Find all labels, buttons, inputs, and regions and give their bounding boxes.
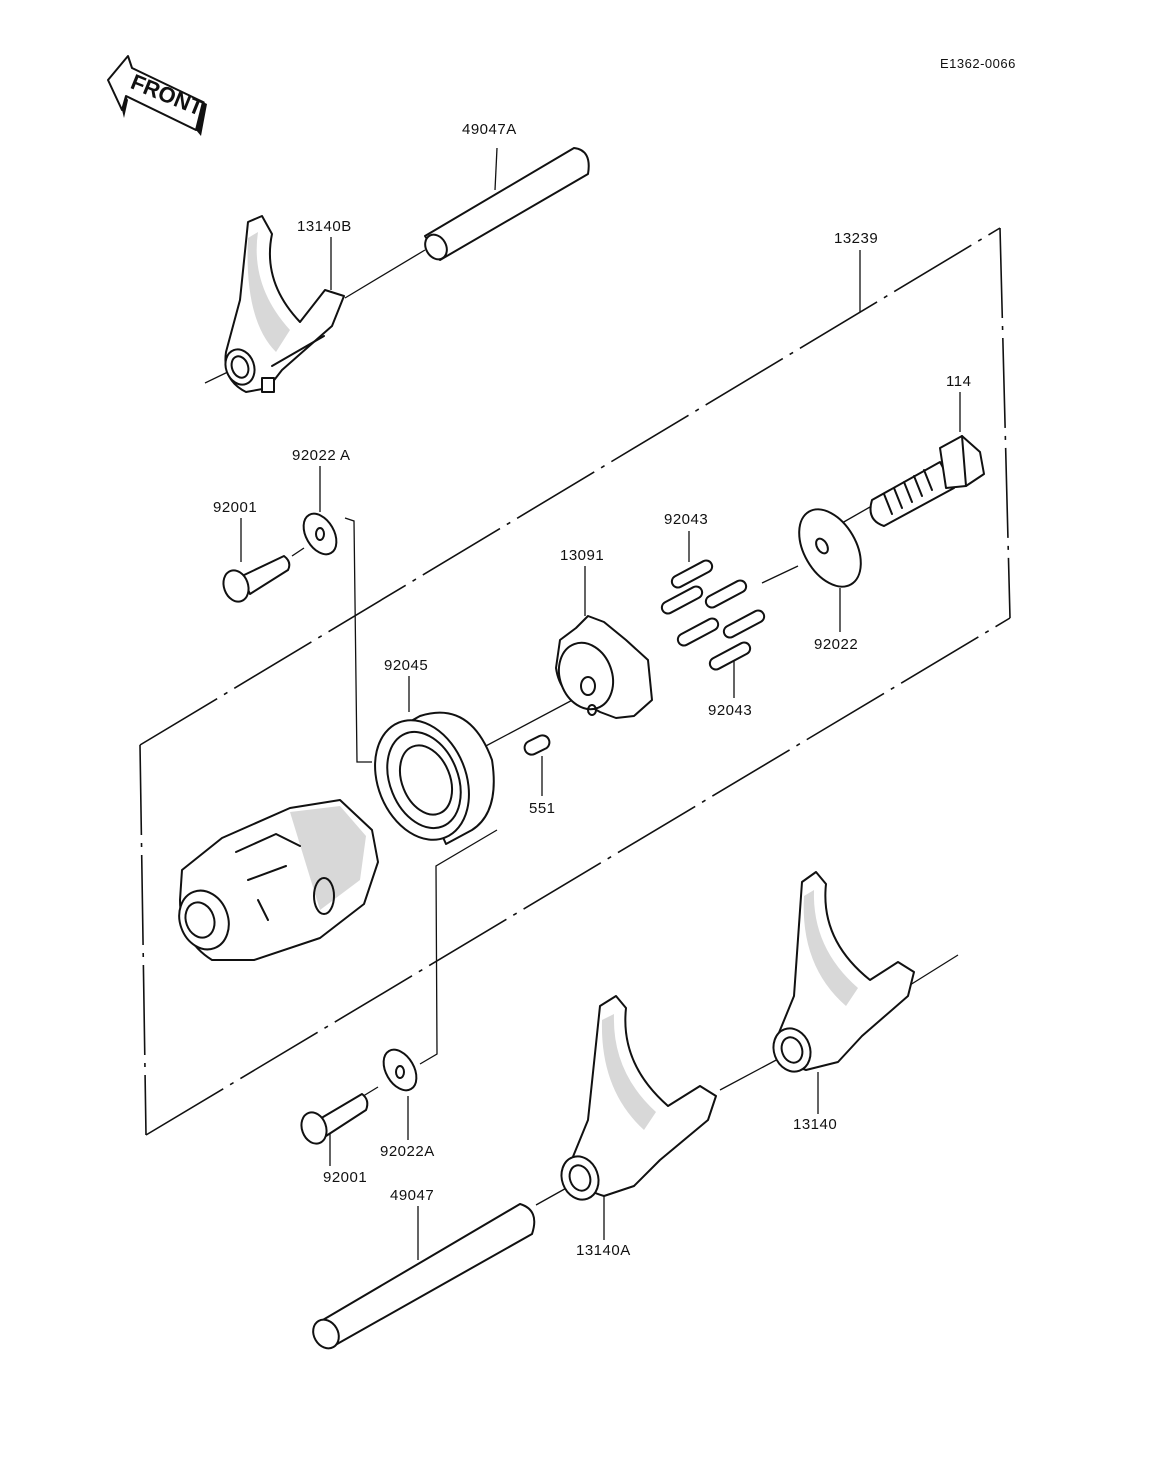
part-label-92001-top[interactable]: 92001 [213, 499, 258, 516]
part-label-92043-bottom[interactable]: 92043 [708, 702, 753, 719]
shift-drum-13239 [178, 799, 379, 961]
bolt-114 [869, 435, 985, 527]
part-label-551[interactable]: 551 [529, 800, 556, 817]
part-label-114[interactable]: 114 [946, 373, 972, 390]
bolt-92001-upper [222, 555, 291, 603]
assembly-outline [139, 227, 1011, 1136]
washer-92022a-lower [382, 1048, 418, 1092]
shift-fork-13140b [224, 215, 345, 393]
pins-92043 [660, 559, 766, 671]
pin-plate-13091 [555, 615, 653, 719]
axis-lines [204, 249, 959, 1206]
part-label-49047[interactable]: 49047 [390, 1187, 435, 1204]
part-label-92022[interactable]: 92022 [814, 636, 859, 653]
dowel-pin-551 [523, 734, 551, 756]
part-label-13091[interactable]: 13091 [560, 547, 605, 564]
part-label-13239[interactable]: 13239 [834, 230, 879, 247]
front-arrow-icon: FRONT [107, 55, 207, 136]
part-label-13140b[interactable]: 13140B [297, 218, 352, 235]
drawing-reference-code: E1362-0066 [940, 56, 1016, 71]
part-label-92022a-top[interactable]: 92022 A [292, 447, 351, 464]
shaft-49047 [312, 1203, 536, 1350]
bolt-92001-lower [300, 1093, 369, 1145]
shaft-49047a [424, 147, 590, 261]
bearing-92045 [374, 711, 495, 845]
part-label-92001-bottom[interactable]: 92001 [323, 1169, 368, 1186]
part-label-49047a[interactable]: 49047A [462, 121, 517, 138]
shift-fork-13140a [560, 995, 717, 1201]
washer-92022 [798, 508, 862, 588]
part-label-92045[interactable]: 92045 [384, 657, 429, 674]
part-label-92043-top[interactable]: 92043 [664, 511, 709, 528]
part-label-92022a-bottom[interactable]: 92022A [380, 1143, 435, 1160]
washer-92022a-upper [302, 512, 338, 556]
part-label-13140[interactable]: 13140 [793, 1116, 838, 1133]
shift-fork-13140 [772, 871, 915, 1073]
part-label-13140a[interactable]: 13140A [576, 1242, 631, 1259]
